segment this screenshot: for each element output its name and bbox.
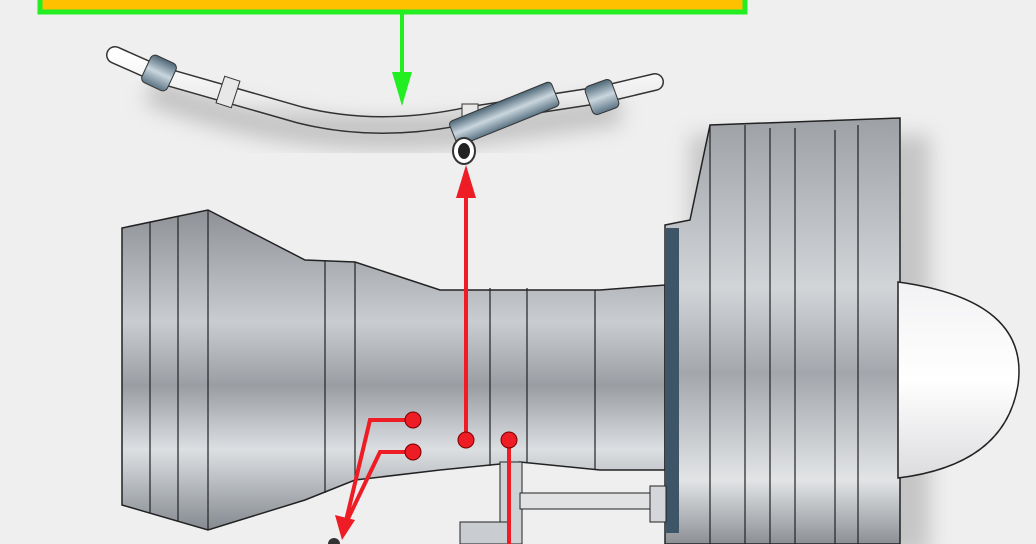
- callout-box: [37, 0, 748, 15]
- left-nut-icon: [141, 54, 177, 92]
- tee-fitting: [449, 81, 560, 165]
- red-markers: [335, 165, 518, 544]
- marker-arrowhead: [456, 165, 476, 198]
- callout-arrow-head: [392, 72, 412, 106]
- nose-cone: [897, 281, 1020, 479]
- right-nut-icon: [584, 79, 620, 115]
- marker-dot: [457, 431, 475, 449]
- marker-arrowhead: [335, 515, 355, 540]
- marker-dot: [404, 443, 422, 461]
- fuel-manifold-tube: [106, 46, 664, 165]
- marker-dot: [404, 411, 422, 429]
- engine-core: [121, 209, 666, 531]
- fan-section: [664, 117, 901, 544]
- marker-dot: [500, 431, 518, 449]
- accessory-bracket: [459, 461, 667, 544]
